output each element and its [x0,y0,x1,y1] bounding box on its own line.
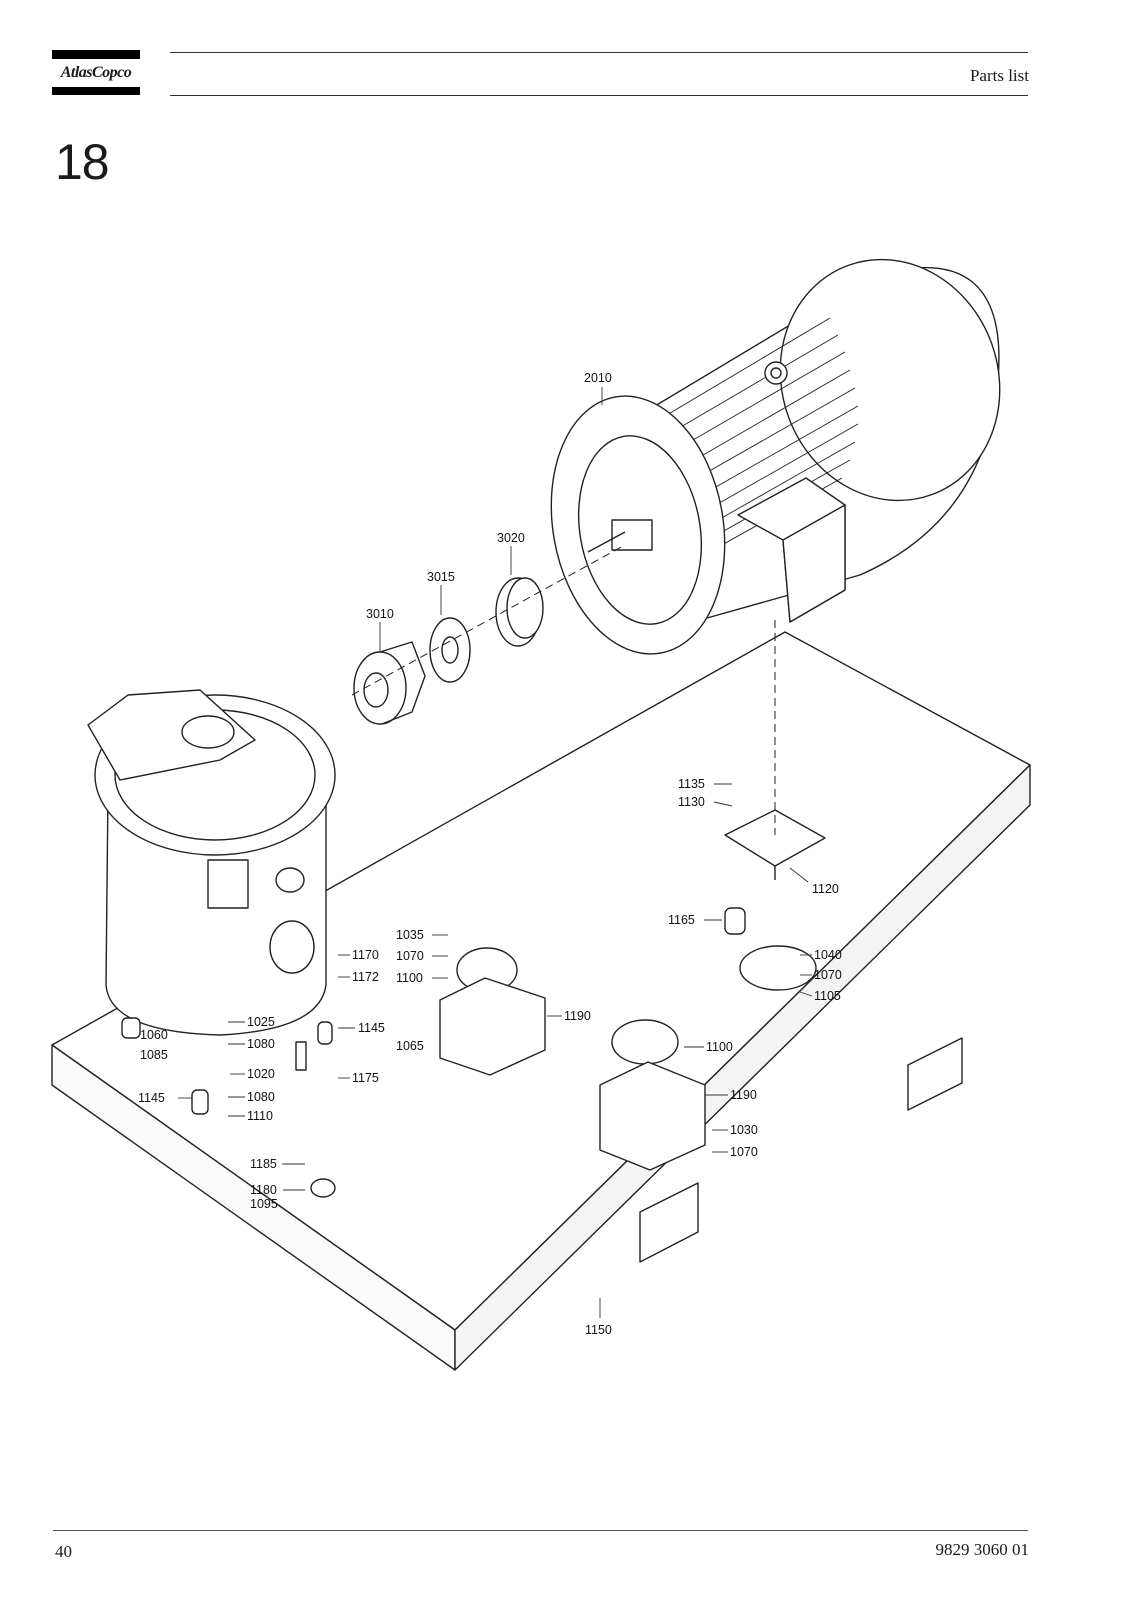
callout-1165: 1165 [668,913,695,927]
bush-1060 [121,1017,141,1039]
support-box-1190-a [439,977,546,1076]
support-box-1190-b [599,1061,706,1171]
spacer-1175 [295,1041,307,1071]
callout-1120: 1120 [812,882,839,896]
callout-1100-a: 1100 [396,971,423,985]
callout-1070-a: 1070 [814,968,842,982]
coupling-hub-3020 [495,577,544,647]
callout-1135: 1135 [678,777,705,791]
callout-1130: 1130 [678,795,705,809]
callout-1150: 1150 [585,1323,612,1337]
mount-1145-a [317,1021,333,1045]
document-number: 9829 3060 01 [935,1540,1030,1559]
electric-motor [550,258,1001,655]
coupling-spider-3015 [429,617,471,683]
callout-1172: 1172 [352,970,379,984]
clamp-1180 [310,1178,336,1198]
callout-1080-a: 1080 [247,1037,275,1051]
callout-1145-a: 1145 [358,1021,385,1035]
callout-1025: 1025 [247,1015,275,1029]
base-frame [51,631,1031,1371]
motor-support-bracket [724,809,826,880]
callout-1100-b: 1100 [706,1040,733,1054]
callout-1105: 1105 [814,989,841,1003]
callout-3015: 3015 [427,570,455,584]
callout-1020: 1020 [247,1067,275,1081]
callout-1095: 1095 [250,1197,278,1211]
callout-1110: 1110 [247,1109,273,1123]
page-number: 40 [55,1542,72,1561]
header-rule-top [170,52,1028,53]
callout-1175: 1175 [352,1071,379,1085]
mount-1040 [739,945,817,991]
spacer-1165 [724,907,746,935]
callout-3010: 3010 [366,607,394,621]
callout-1040: 1040 [814,948,842,962]
callout-1080-b: 1080 [247,1090,275,1104]
footer-rule [53,1530,1028,1531]
coupling-hub-3010 [353,641,426,725]
callout-1190-a: 1190 [564,1009,591,1023]
callout-1180: 1180 [250,1183,277,1197]
callout-1170: 1170 [352,948,379,962]
logo-bar-top [52,50,140,59]
callout-1065: 1065 [396,1039,424,1053]
mount-1145-b [191,1089,209,1115]
callout-1185: 1185 [250,1157,277,1171]
header-title: Parts list [969,66,1029,85]
callout-labels: 2010 3020 3015 3010 1135 1130 1120 1165 … [138,371,842,1337]
callout-1070-b: 1070 [396,949,424,963]
logo-bar-bottom [52,87,140,95]
callout-3020: 3020 [497,531,525,545]
atlas-copco-logo: AtlasCopco [52,50,140,95]
callout-1035: 1035 [396,928,424,942]
callout-1190-b: 1190 [730,1088,757,1102]
callout-1060: 1060 [140,1028,168,1042]
compressor-element [87,689,336,1036]
callout-2010: 2010 [584,371,612,385]
callout-1085: 1085 [140,1048,168,1062]
callout-1145-b: 1145 [138,1091,165,1105]
buffer-1100-b [611,1019,679,1065]
logo-text: AtlasCopco [60,64,132,81]
callout-1070-c: 1070 [730,1145,758,1159]
header-rule-bottom [170,95,1028,96]
chapter-number: 18 [55,134,110,190]
callout-1030: 1030 [730,1123,758,1137]
